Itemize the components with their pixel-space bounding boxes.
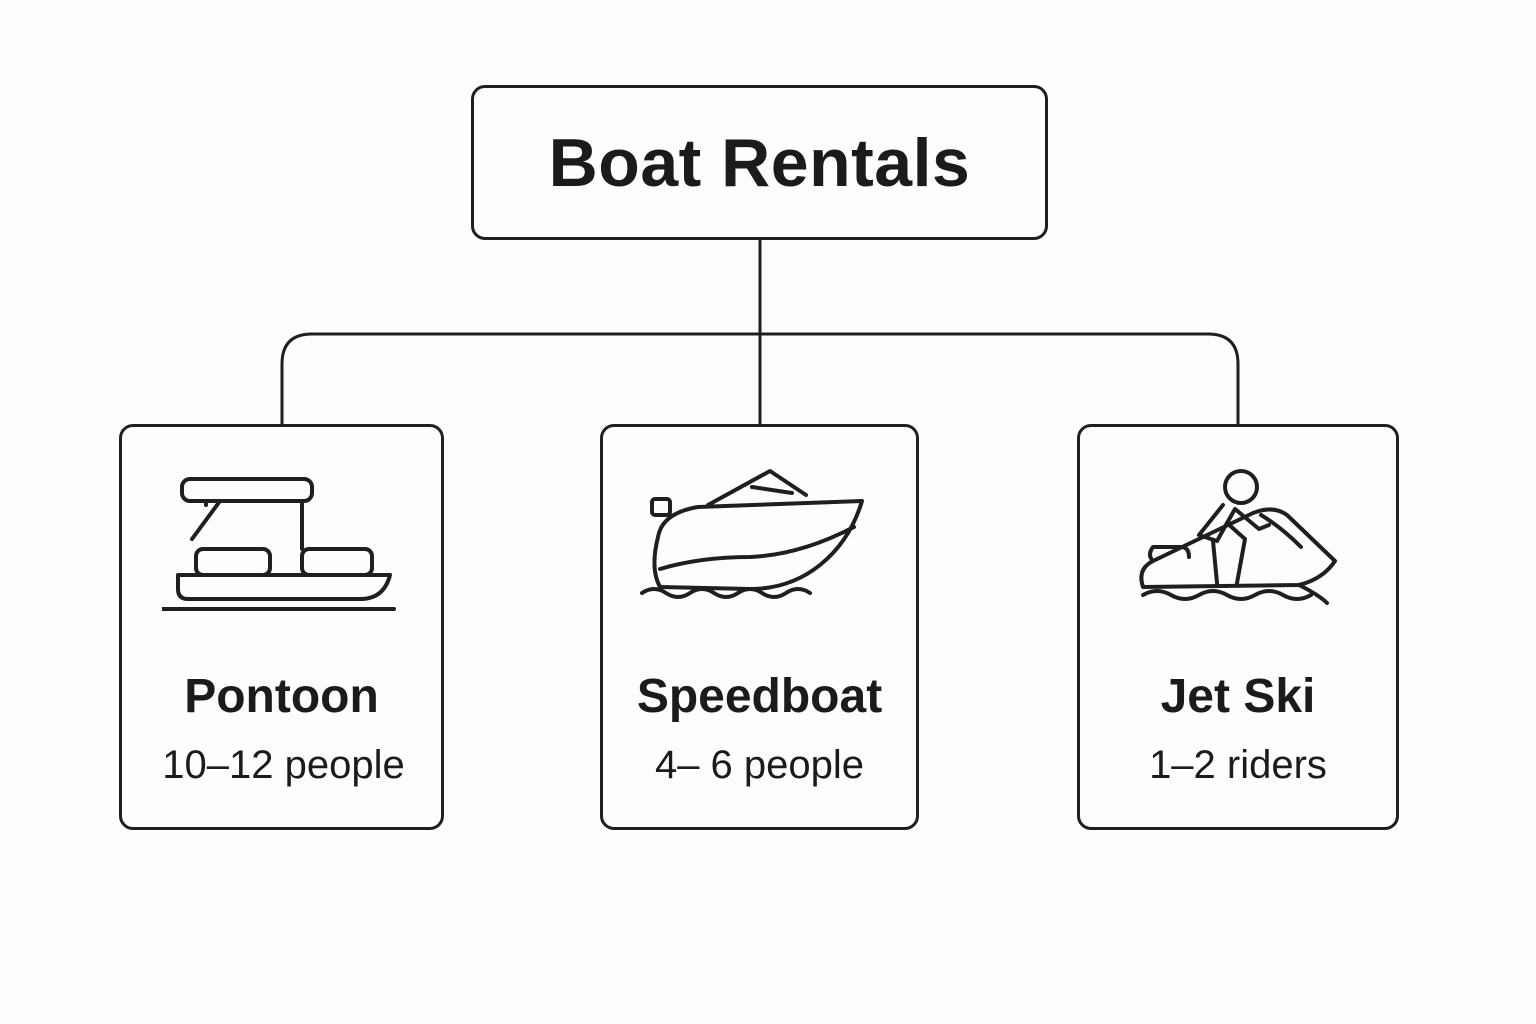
child-capacity-jetski: 1–2 riders [1149, 743, 1327, 787]
root-title: Boat Rentals [548, 124, 971, 201]
jet-ski-rider-icon [1139, 469, 1337, 605]
child-title-jetski: Jet Ski [1160, 670, 1316, 723]
child-node-pontoon: Pontoon 10–12 people [119, 424, 444, 830]
child-node-jetski: Jet Ski 1–2 riders [1077, 424, 1399, 830]
child-capacity-speedboat: 4– 6 people [654, 743, 865, 787]
speedboat-icon [639, 469, 864, 599]
root-node: Boat Rentals [471, 85, 1048, 240]
pontoon-boat-icon [161, 477, 396, 611]
child-capacity-pontoon: 10–12 people [162, 743, 405, 787]
child-title-speedboat: Speedboat [636, 670, 883, 723]
child-title-pontoon: Pontoon [184, 670, 379, 723]
child-node-speedboat: Speedboat 4– 6 people [600, 424, 919, 830]
